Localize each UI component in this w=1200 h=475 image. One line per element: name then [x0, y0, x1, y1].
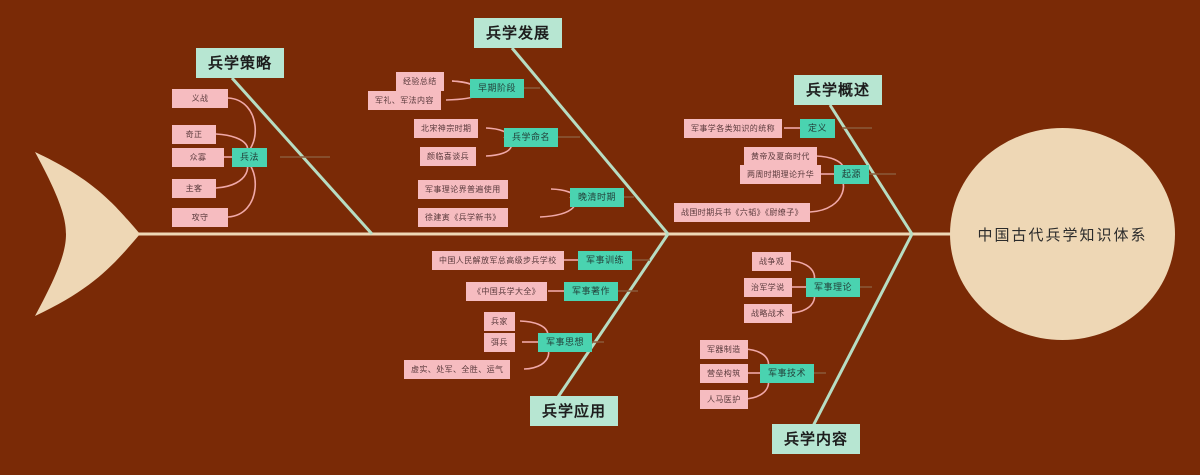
- leaf-label: 黄帝及夏商时代: [751, 151, 810, 161]
- mid-military-thought[interactable]: 军事思想: [538, 333, 593, 352]
- category-label: 兵学策略: [208, 54, 273, 72]
- category-overview[interactable]: 兵学概述: [794, 75, 883, 105]
- leaf-item[interactable]: 《中国兵学大全》: [466, 282, 548, 301]
- mid-military-training[interactable]: 军事训练: [578, 251, 633, 270]
- bone-development: [510, 47, 670, 235]
- leaf-label: 主客: [185, 183, 203, 193]
- leaf-item[interactable]: 北宋神宗时期: [414, 119, 479, 138]
- leaf-item[interactable]: 战争观: [752, 252, 792, 271]
- leaf-item[interactable]: 两周时期理论升华: [740, 165, 822, 184]
- leaf-item[interactable]: 徐建寅《兵学新书》: [418, 208, 508, 227]
- leaf-item[interactable]: 营垒构筑: [700, 364, 748, 383]
- bone-strategy: [230, 76, 374, 236]
- mid-definition[interactable]: 定义: [800, 119, 836, 138]
- mid-naming[interactable]: 兵学命名: [504, 128, 559, 147]
- category-application[interactable]: 兵学应用: [530, 396, 619, 426]
- mid-label: 军事技术: [768, 368, 807, 378]
- mid-military-technology[interactable]: 军事技术: [760, 364, 815, 383]
- leaf-item[interactable]: 中国人民解放军总高级步兵学校: [432, 251, 564, 270]
- leaf-label: 中国人民解放军总高级步兵学校: [439, 255, 557, 265]
- mid-military-works[interactable]: 军事著作: [564, 282, 619, 301]
- mid-label: 军事理论: [814, 282, 853, 292]
- leaf-label: 军事理论界普遍使用: [425, 184, 501, 194]
- category-content[interactable]: 兵学内容: [772, 424, 861, 454]
- mid-label: 起源: [842, 169, 862, 179]
- mid-label: 军事著作: [572, 286, 611, 296]
- leaf-label: 营垒构筑: [707, 368, 741, 378]
- mid-military-theory[interactable]: 军事理论: [806, 278, 861, 297]
- leaf-label: 军事学各类知识的统称: [691, 123, 775, 133]
- leaf-label: 虚实、处军、全胜、运气: [411, 364, 504, 374]
- leaf-label: 军器制造: [707, 344, 741, 354]
- page-title: 中国古代兵学知识体系: [977, 226, 1148, 244]
- leaf-label: 经验总结: [403, 76, 437, 86]
- leaf-label: 军礼、军法内容: [375, 95, 434, 105]
- leaf-item[interactable]: 众寡: [172, 148, 224, 167]
- bone-overview: [828, 104, 914, 235]
- mid-origin[interactable]: 起源: [834, 165, 870, 184]
- leaf-label: 奇正: [185, 129, 203, 139]
- leaf-item[interactable]: 人马医护: [700, 390, 748, 409]
- bone-application: [554, 233, 670, 401]
- leaf-label: 治军学说: [751, 282, 785, 292]
- leaf-label: 攻守: [191, 212, 209, 222]
- leaf-item[interactable]: 军器制造: [700, 340, 748, 359]
- leaf-label: 兵家: [491, 316, 508, 326]
- leaf-item[interactable]: 战国时期兵书《六韬》《尉缭子》: [674, 203, 810, 222]
- mid-label: 兵学命名: [512, 132, 551, 142]
- category-label: 兵学概述: [806, 81, 871, 99]
- leaf-item[interactable]: 军礼、军法内容: [368, 91, 441, 110]
- mid-label: 军事训练: [586, 255, 625, 265]
- category-label: 兵学应用: [542, 402, 607, 420]
- leaf-label: 人马医护: [707, 394, 741, 404]
- mid-label: 早期阶段: [478, 83, 517, 93]
- leaf-label: 众寡: [189, 152, 207, 162]
- leaf-item[interactable]: 虚实、处军、全胜、运气: [404, 360, 511, 379]
- leaf-item[interactable]: 战略战术: [744, 304, 792, 323]
- bone-content: [810, 233, 914, 429]
- leaf-item[interactable]: 军事学各类知识的统称: [684, 119, 782, 138]
- leaf-item[interactable]: 弭兵: [484, 333, 515, 352]
- leaf-item[interactable]: 义战: [172, 89, 228, 108]
- mid-late-qing[interactable]: 晚清时期: [570, 188, 625, 207]
- leaf-item[interactable]: 军事理论界普遍使用: [418, 180, 508, 199]
- mid-early-stage[interactable]: 早期阶段: [470, 79, 525, 98]
- leaf-label: 颜临喜谈兵: [427, 151, 469, 161]
- fish-head: 中国古代兵学知识体系: [950, 128, 1175, 340]
- category-development[interactable]: 兵学发展: [474, 18, 563, 48]
- leaf-item[interactable]: 黄帝及夏商时代: [744, 147, 817, 166]
- leaf-item[interactable]: 奇正: [172, 125, 216, 144]
- category-strategy[interactable]: 兵学策略: [196, 48, 285, 78]
- leaf-label: 弭兵: [491, 337, 508, 347]
- leaf-item[interactable]: 治军学说: [744, 278, 792, 297]
- fish-tail: [35, 152, 140, 316]
- leaf-label: 北宋神宗时期: [421, 123, 472, 133]
- mid-label: 晚清时期: [578, 192, 617, 202]
- mid-label: 兵法: [240, 152, 260, 162]
- category-label: 兵学内容: [784, 430, 849, 448]
- mid-label: 军事思想: [546, 337, 585, 347]
- leaf-item[interactable]: 攻守: [172, 208, 228, 227]
- leaf-label: 战略战术: [751, 308, 785, 318]
- mid-bingfa[interactable]: 兵法: [232, 148, 268, 167]
- leaf-label: 战国时期兵书《六韬》《尉缭子》: [681, 207, 803, 217]
- leaf-label: 两周时期理论升华: [747, 169, 815, 179]
- category-label: 兵学发展: [486, 24, 551, 42]
- leaf-label: 徐建寅《兵学新书》: [425, 212, 501, 222]
- leaf-item[interactable]: 兵家: [484, 312, 515, 331]
- leaf-item[interactable]: 经验总结: [396, 72, 444, 91]
- leaf-label: 《中国兵学大全》: [473, 286, 541, 296]
- leaf-item[interactable]: 颜临喜谈兵: [420, 147, 476, 166]
- mid-label: 定义: [808, 123, 828, 133]
- leaf-item[interactable]: 主客: [172, 179, 216, 198]
- leaf-label: 战争观: [759, 256, 785, 266]
- leaf-label: 义战: [191, 93, 209, 103]
